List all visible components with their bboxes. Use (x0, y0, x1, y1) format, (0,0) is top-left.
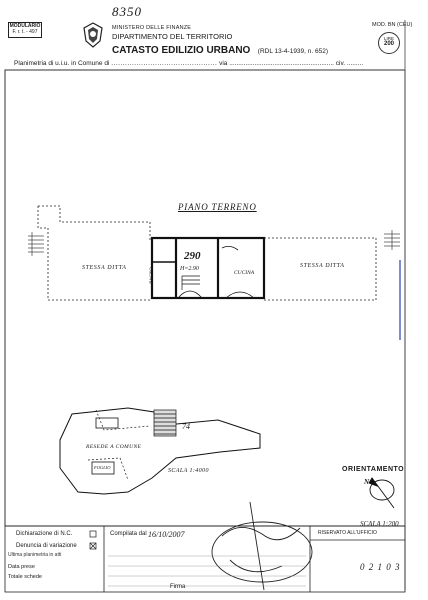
civ-label: civ. (335, 60, 346, 67)
height-label: H=2.90 (180, 266, 199, 272)
firma-label: Firma (170, 584, 186, 590)
emblem-icon (82, 22, 104, 48)
department-text: DIPARTIMENTO DEL TERRITORIO (112, 32, 233, 41)
variation-label: Denuncia di variazione (16, 543, 77, 549)
site-building-hatch (153, 409, 177, 437)
price-stamp: LIRE 200 (378, 32, 400, 54)
orientation-label: ORIENTAMENTO (342, 466, 405, 473)
site-plan (59, 407, 261, 495)
footer-frame (4, 525, 406, 593)
main-unit-walls (150, 236, 266, 300)
compiled-by-label: Compilata dal (110, 531, 147, 537)
ministry-text: MINISTERO DELLE FINANZE (112, 25, 192, 31)
floor-label: PIANO TERRENO (178, 202, 257, 212)
catasto-title: CATASTO EDILIZIO URBANO (RDL 13-4-1939, … (112, 40, 328, 58)
modulario-sub: F. r. t. - 497 (12, 29, 38, 35)
inner-box-label: FOGLIO (94, 465, 111, 470)
reserved-label: RISERVATO ALL'UFFICIO (318, 530, 377, 536)
via-label: via (219, 60, 228, 67)
planimetria-label: Planimetria di u.i.u. in Comune di (14, 60, 110, 67)
handwritten-number: 8350 (112, 4, 142, 19)
north-label: N (364, 478, 370, 486)
common-yard-label: RESEDE A COMUNE (86, 444, 142, 450)
catasto-law: (RDL 13-4-1939, n. 652) (257, 48, 329, 55)
date-stamp: 16/10/2007 (148, 530, 185, 539)
planimetria-line: Planimetria di u.i.u. in Comune di .....… (14, 60, 364, 67)
overlay-text: Ultima planimetria in atti (8, 552, 62, 558)
date-label: Data prese (8, 564, 35, 570)
scale-small: SCALA 1:4000 (168, 468, 209, 474)
model-code: MOD. BN (CEU) (372, 22, 413, 28)
scale-big: SCALA 1:200 (360, 520, 399, 528)
kitchen-label: CUCINA (234, 270, 255, 276)
price-value: 200 (383, 41, 394, 47)
site-number: 74 (182, 422, 190, 431)
left-area-outline (37, 205, 151, 301)
catasto-title-main: CATASTO EDILIZIO URBANO (112, 45, 251, 56)
declaration-nc: Dichiarazione di N.C. (16, 531, 73, 537)
modulario-box: MODULARIO F. r. t. - 497 (8, 22, 42, 38)
price-label: LIRE (383, 36, 394, 41)
bathroom-label: BAGNO (150, 267, 155, 284)
left-area-label: STESSA DITTA (82, 265, 127, 271)
right-area-outline (264, 237, 377, 301)
handwritten-code: 0 2 1 0 3 (360, 562, 401, 572)
modulario-label: MODULARIO (9, 23, 41, 29)
room-number: 290 (184, 250, 201, 262)
right-area-label: STESSA DITTA (300, 263, 345, 269)
total-label: Totale schede (8, 574, 42, 580)
checkbox-variation (89, 542, 97, 550)
compass (368, 477, 395, 509)
checkbox-nc (89, 530, 97, 538)
